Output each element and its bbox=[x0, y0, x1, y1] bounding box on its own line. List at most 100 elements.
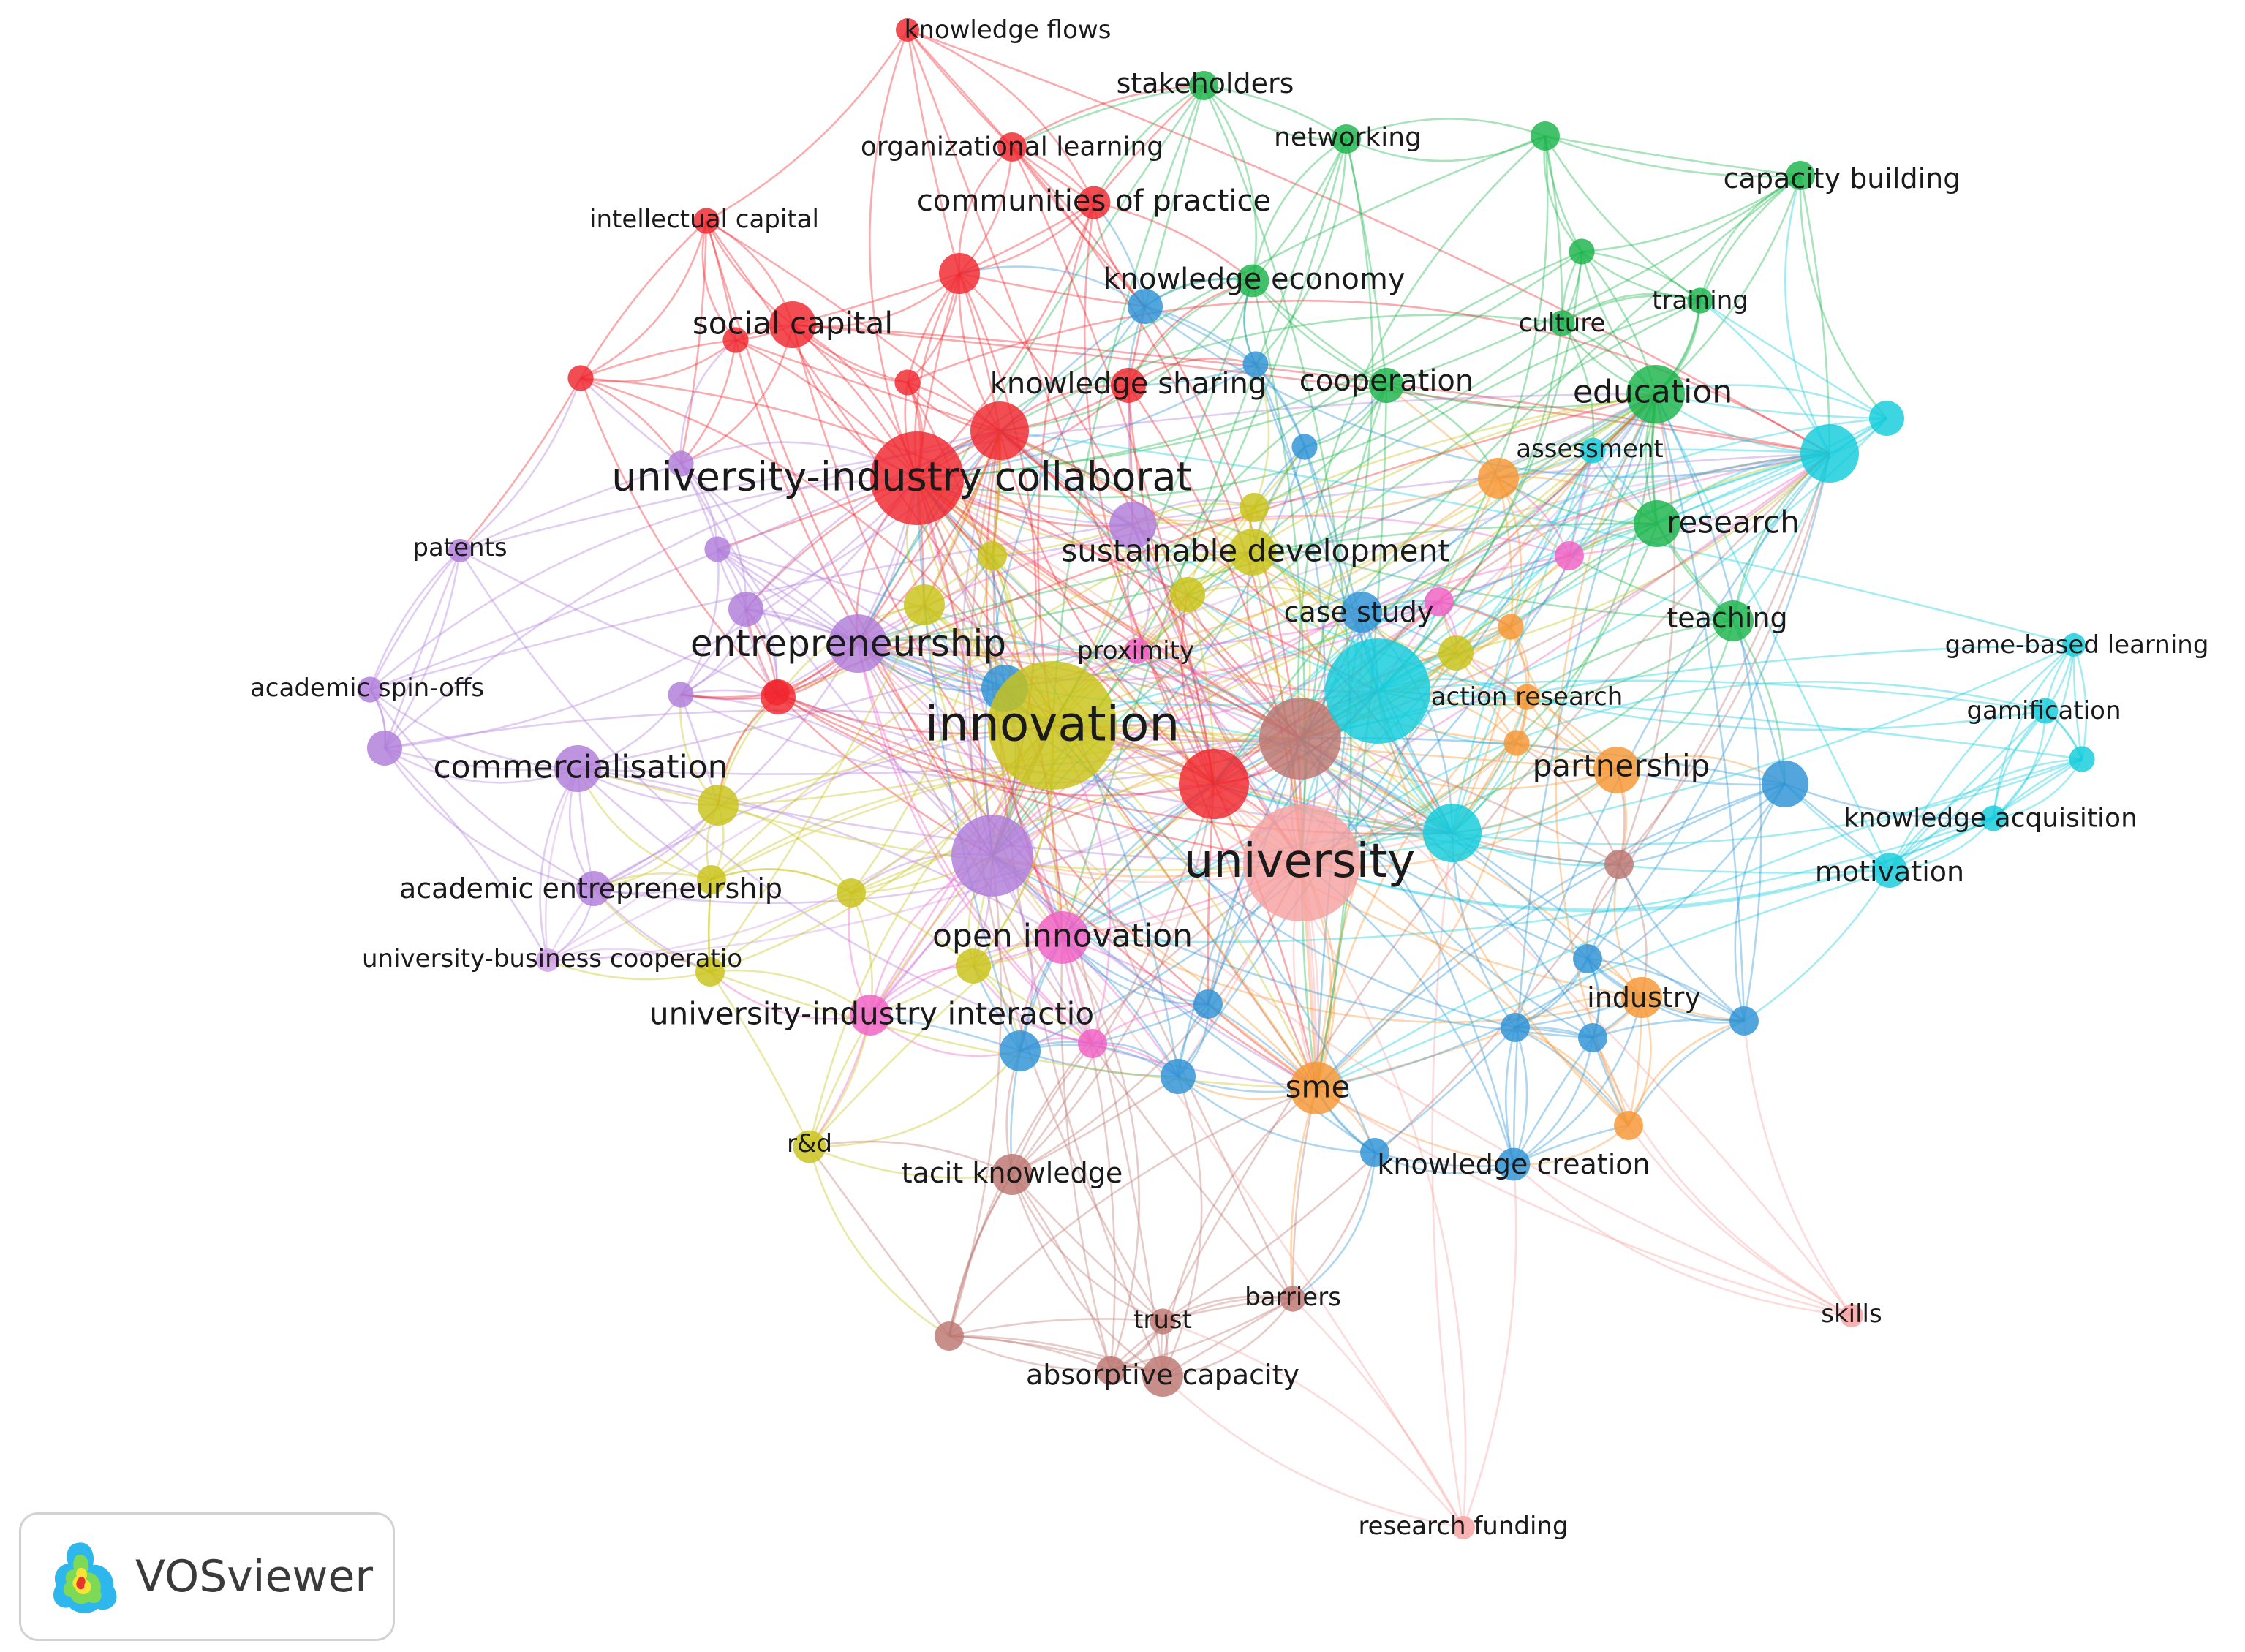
keyword-node[interactable] bbox=[1555, 541, 1584, 570]
keyword-node[interactable] bbox=[1569, 238, 1595, 265]
keyword-node[interactable] bbox=[970, 401, 1029, 460]
case-study-node[interactable] bbox=[1341, 592, 1382, 633]
communities-of-practice-node[interactable] bbox=[1077, 186, 1111, 219]
keyword-node[interactable] bbox=[1503, 730, 1530, 756]
assessment-node[interactable] bbox=[1580, 437, 1606, 464]
keyword-node[interactable] bbox=[1762, 761, 1808, 807]
keyword-node[interactable] bbox=[1573, 944, 1602, 973]
keyword-node[interactable] bbox=[1240, 493, 1269, 522]
keyword-node[interactable] bbox=[1578, 1023, 1607, 1052]
keyword-node[interactable] bbox=[1109, 502, 1156, 548]
university-node[interactable] bbox=[1243, 804, 1360, 921]
r-and-d-node[interactable] bbox=[793, 1130, 826, 1163]
knowledge-flows-node[interactable] bbox=[896, 18, 919, 42]
keyword-node[interactable] bbox=[1438, 635, 1474, 671]
university-industry-interaction-node[interactable] bbox=[850, 995, 891, 1036]
keyword-node[interactable] bbox=[1170, 577, 1205, 612]
academic-spin-offs-node[interactable] bbox=[357, 676, 383, 703]
keyword-node[interactable] bbox=[1501, 1013, 1530, 1042]
absorptive-capacity-node[interactable] bbox=[1142, 1356, 1183, 1397]
networking-node[interactable] bbox=[1332, 124, 1361, 154]
patents-node[interactable] bbox=[448, 539, 472, 562]
culture-node[interactable] bbox=[1549, 310, 1575, 336]
keyword-node[interactable] bbox=[728, 592, 763, 627]
keyword-node[interactable] bbox=[1078, 1029, 1107, 1058]
tacit-knowledge-node[interactable] bbox=[992, 1154, 1033, 1195]
keyword-node[interactable] bbox=[722, 327, 749, 353]
capacity-building-node[interactable] bbox=[1786, 161, 1815, 190]
keyword-node[interactable] bbox=[1425, 587, 1454, 616]
keyword-node[interactable] bbox=[1325, 638, 1430, 744]
keyword-node[interactable] bbox=[1800, 424, 1859, 483]
keyword-node[interactable] bbox=[1478, 458, 1519, 499]
keyword-node[interactable] bbox=[1128, 289, 1163, 324]
keyword-node[interactable] bbox=[894, 369, 921, 396]
keyword-node[interactable] bbox=[668, 682, 694, 708]
knowledge-acquisition-node[interactable] bbox=[1980, 805, 2007, 831]
keyword-node[interactable] bbox=[956, 948, 991, 984]
organizational-learning-node[interactable] bbox=[997, 132, 1027, 162]
keyword-node[interactable] bbox=[1869, 401, 1904, 436]
training-node[interactable] bbox=[1687, 287, 1713, 314]
keyword-node[interactable] bbox=[1161, 1059, 1196, 1094]
intellectual-capital-node[interactable] bbox=[693, 208, 720, 234]
keyword-node[interactable] bbox=[1259, 698, 1341, 780]
keyword-node[interactable] bbox=[1000, 1030, 1041, 1071]
keyword-node[interactable] bbox=[1604, 850, 1634, 879]
keyword-node[interactable] bbox=[1498, 614, 1524, 640]
keyword-node[interactable] bbox=[1423, 804, 1482, 862]
keyword-node[interactable] bbox=[567, 365, 594, 391]
university-industry-collaboration-node[interactable] bbox=[870, 431, 964, 525]
sme-node[interactable] bbox=[1290, 1062, 1343, 1114]
keyword-node[interactable] bbox=[939, 253, 980, 294]
social-capital-node[interactable] bbox=[769, 301, 816, 348]
keyword-node[interactable] bbox=[978, 541, 1007, 570]
partnership-node[interactable] bbox=[1593, 747, 1640, 793]
game-based-learning-node[interactable] bbox=[2062, 633, 2086, 657]
sustainable-development-node[interactable] bbox=[1229, 529, 1276, 576]
teaching-node[interactable] bbox=[1713, 600, 1754, 641]
keyword-node[interactable] bbox=[704, 536, 731, 562]
proximity-node[interactable] bbox=[1124, 638, 1150, 664]
commercialisation-node[interactable] bbox=[554, 745, 601, 792]
keyword-node[interactable] bbox=[1291, 434, 1318, 460]
keyword-node[interactable] bbox=[1729, 1006, 1759, 1036]
university-business-cooperation-node[interactable] bbox=[536, 948, 559, 972]
education-node[interactable] bbox=[1626, 365, 1685, 423]
keyword-node[interactable] bbox=[837, 878, 866, 908]
keyword-node[interactable] bbox=[668, 450, 694, 477]
open-innovation-node[interactable] bbox=[1036, 911, 1089, 964]
action-research-node[interactable] bbox=[1514, 684, 1540, 710]
keyword-node[interactable] bbox=[2069, 746, 2095, 772]
keyword-node[interactable] bbox=[1193, 989, 1223, 1019]
keyword-node[interactable] bbox=[1360, 1138, 1389, 1167]
keyword-node[interactable] bbox=[951, 815, 1033, 897]
research-funding-node[interactable] bbox=[1452, 1516, 1475, 1539]
keyword-node[interactable] bbox=[904, 584, 945, 625]
keyword-node[interactable] bbox=[367, 731, 402, 766]
cooperation-node[interactable] bbox=[1369, 368, 1404, 403]
keyword-node[interactable] bbox=[935, 1321, 964, 1351]
keyword-node[interactable] bbox=[698, 785, 739, 826]
keyword-node[interactable] bbox=[1531, 121, 1560, 151]
research-node[interactable] bbox=[1634, 500, 1680, 547]
knowledge-creation-node[interactable] bbox=[1497, 1147, 1531, 1181]
keyword-node[interactable] bbox=[1096, 1356, 1125, 1385]
skills-node[interactable] bbox=[1840, 1304, 1863, 1327]
academic-entrepreneurship-node[interactable] bbox=[576, 871, 611, 906]
stakeholders-node[interactable] bbox=[1189, 71, 1218, 100]
keyword-node[interactable] bbox=[1242, 351, 1269, 377]
motivation-node[interactable] bbox=[1872, 853, 1907, 888]
gamification-node[interactable] bbox=[2032, 698, 2059, 724]
trust-node[interactable] bbox=[1150, 1308, 1176, 1335]
knowledge-economy-node[interactable] bbox=[1236, 264, 1269, 298]
innovation-node[interactable] bbox=[988, 661, 1117, 790]
keyword-node[interactable] bbox=[697, 865, 726, 894]
barriers-node[interactable] bbox=[1280, 1286, 1306, 1312]
keyword-node[interactable] bbox=[1614, 1111, 1643, 1140]
keyword-node[interactable] bbox=[761, 679, 796, 714]
keyword-node[interactable] bbox=[1179, 749, 1249, 819]
knowledge-sharing-node[interactable] bbox=[1111, 368, 1146, 403]
industry-node[interactable] bbox=[1621, 977, 1662, 1018]
entrepreneurship-node[interactable] bbox=[829, 614, 887, 673]
